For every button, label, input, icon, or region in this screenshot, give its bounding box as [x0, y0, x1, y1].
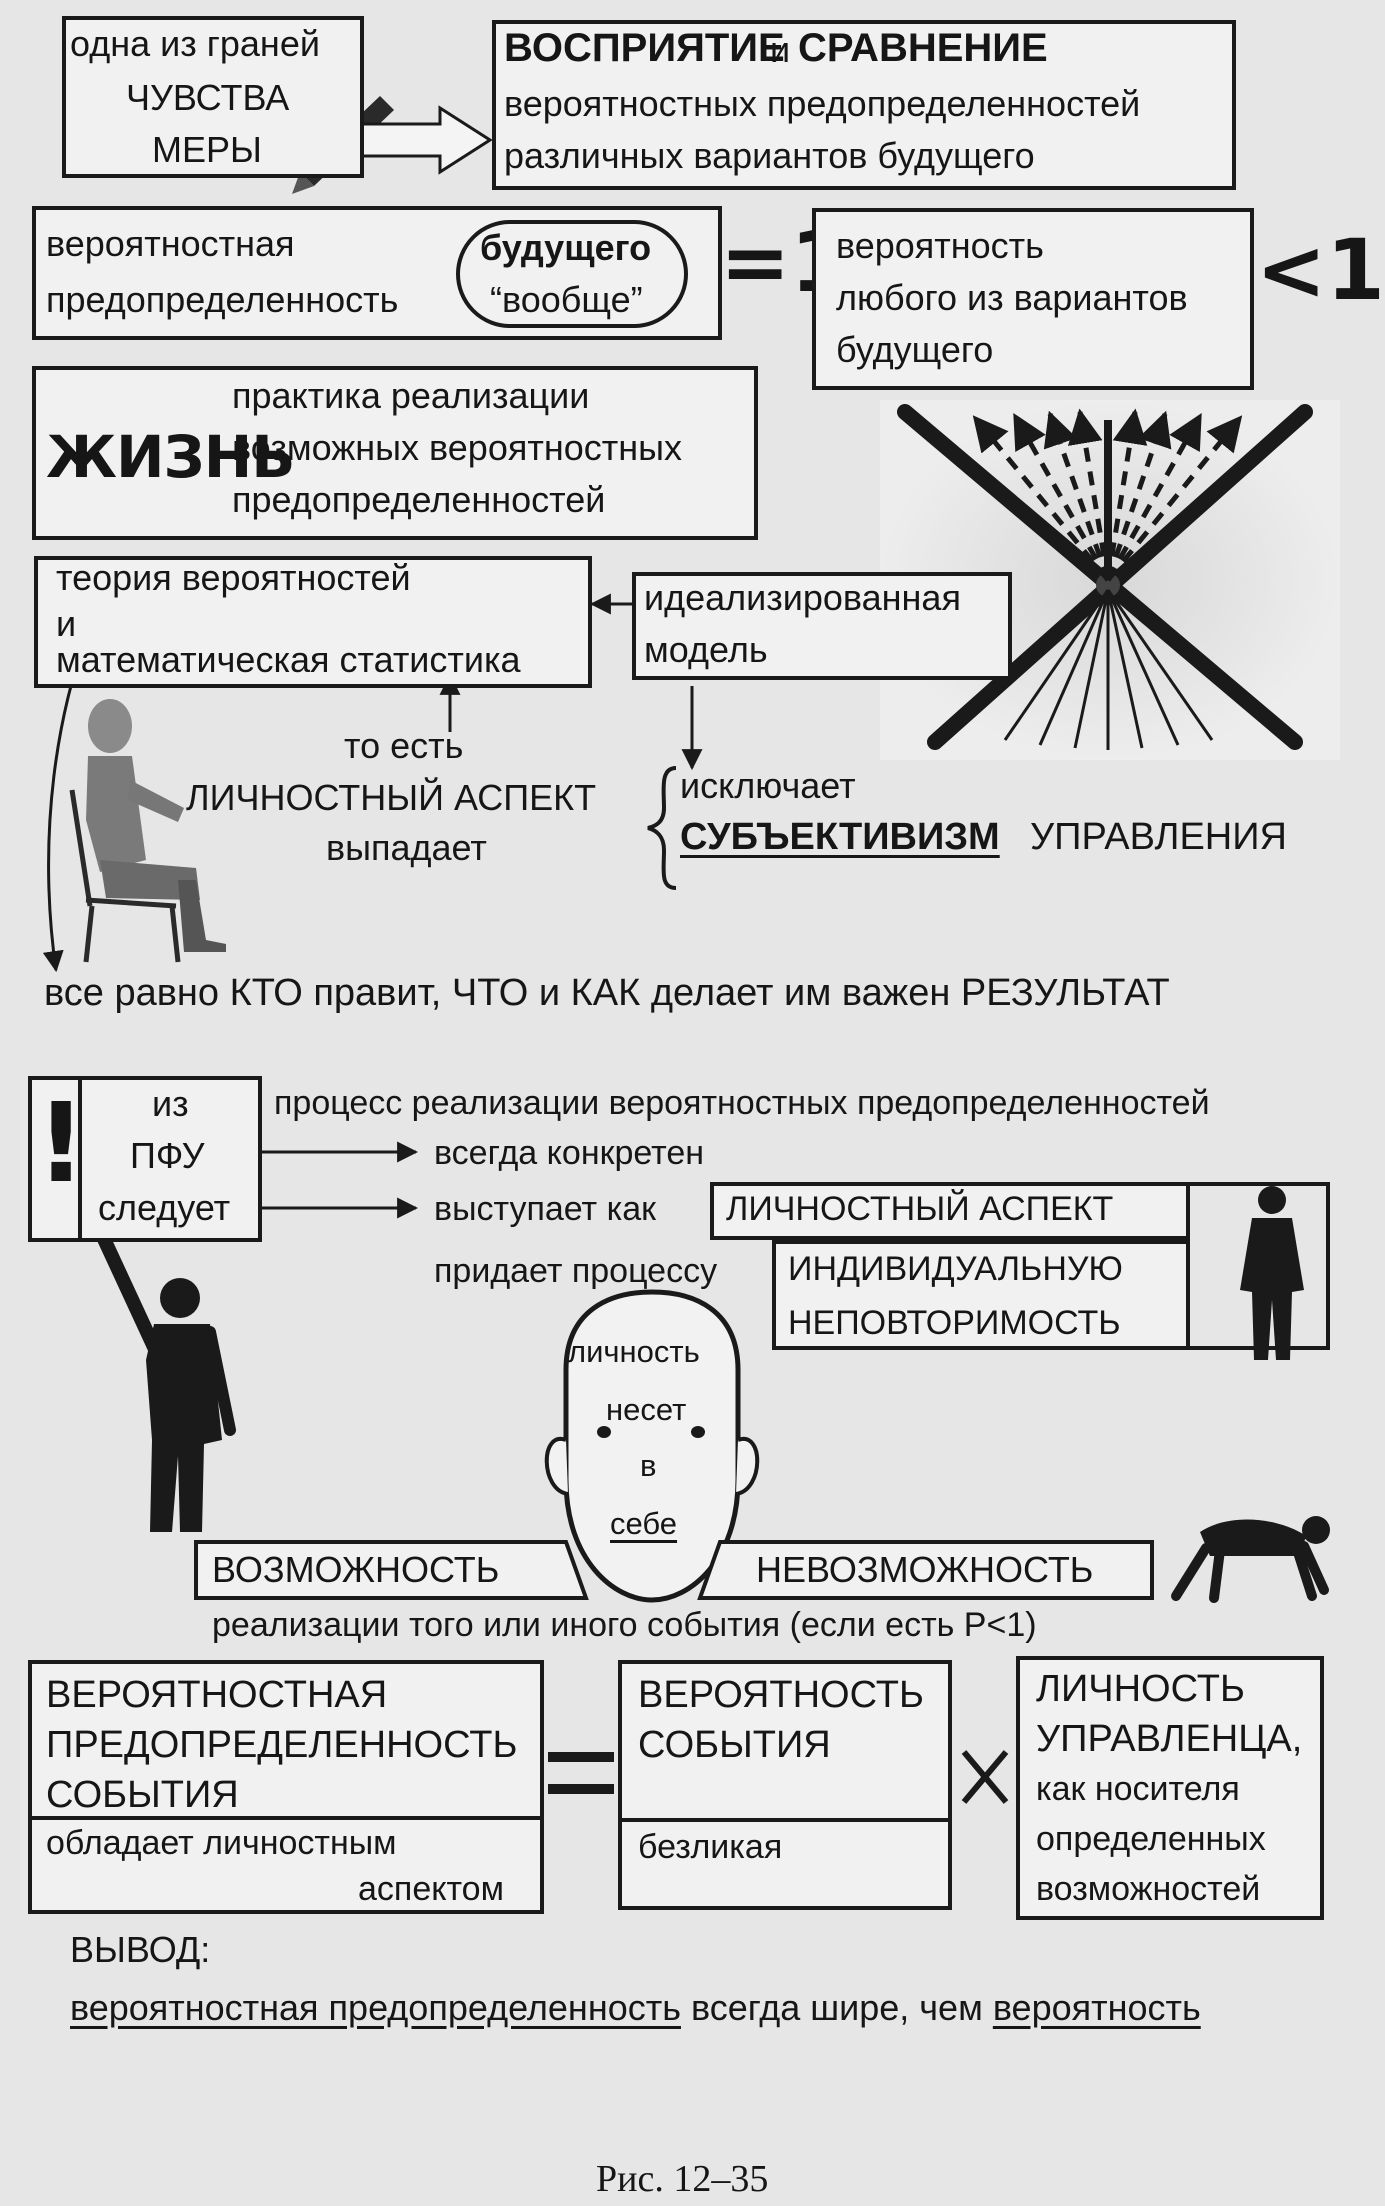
- head-line1: личность: [568, 1334, 700, 1369]
- life-box: [32, 366, 758, 540]
- conclusion-part1: вероятностная предопределенность: [70, 1987, 681, 2028]
- crawling-person-illustration: [1171, 1516, 1330, 1603]
- standing-person-icon: [1240, 1186, 1304, 1360]
- personal-aspect-box: [710, 1182, 1190, 1240]
- formula-a-divider: [28, 1816, 544, 1820]
- individual-line1: ИНДИВИДУАЛЬНУЮ: [788, 1250, 1123, 1288]
- head-line2: несет: [606, 1392, 687, 1427]
- pfu-box: [28, 1076, 262, 1242]
- excludes-subjectivism: СУБЪЕКТИВИЗМ: [680, 816, 1000, 858]
- perception-box: [492, 20, 1236, 190]
- result-statement: все равно КТО правит, ЧТО и КАК делает и…: [44, 972, 1170, 1014]
- aspect-line3: выпадает: [326, 827, 487, 868]
- pfu-line2: ПФУ: [130, 1135, 205, 1176]
- facet-line1: одна из граней: [70, 23, 320, 64]
- pfu-line1: из: [152, 1083, 189, 1124]
- conclusion-statement: вероятностная предопределенность всегда …: [70, 1990, 1201, 2026]
- conclusion-label: ВЫВОД:: [70, 1929, 211, 1970]
- ideal-line2: модель: [644, 629, 768, 670]
- life-line3: предопределенностей: [232, 479, 606, 520]
- process-header: процесс реализации вероятностных предопр…: [274, 1084, 1210, 1122]
- process-acts-as: выступает как: [434, 1190, 656, 1228]
- ideal-model-box: [632, 572, 1012, 680]
- probability-cone-illustration: [880, 400, 1340, 760]
- individual-box: [772, 1240, 1190, 1350]
- formula-a-line2: ПРЕДОПРЕДЕЛЕННОСТЬ: [46, 1724, 518, 1766]
- seated-person-illustration: [69, 699, 226, 963]
- possibility-label: ВОЗМОЖНОСТЬ: [212, 1549, 500, 1590]
- life-line2: возможных вероятностных: [232, 427, 682, 468]
- formula-c-line5: возможностей: [1036, 1870, 1261, 1908]
- variant-probability-box: [812, 208, 1254, 390]
- future-pred-line2: предопределенность: [46, 279, 399, 320]
- perception-title-and: и: [770, 29, 791, 70]
- formula-a-line1: ВЕРОЯТНОСТНАЯ: [46, 1674, 388, 1716]
- life-word: ЖИЗНЬ: [46, 423, 295, 491]
- pfu-line3: следует: [98, 1187, 231, 1228]
- head-illustration: [544, 1289, 760, 1603]
- conclusion-part2: всегда шире, чем: [680, 1987, 993, 2028]
- future-oval-line1: будущего: [480, 227, 652, 268]
- formula-b-divider: [618, 1818, 952, 1822]
- figure-caption: Рис. 12–35: [596, 2158, 769, 2200]
- perception-title-a: ВОСПРИЯТИЕ: [504, 26, 785, 70]
- process-always: всегда конкретен: [434, 1134, 705, 1172]
- theory-line3: математическая статистика: [56, 639, 521, 680]
- formula-a-sub1: обладает личностным: [46, 1824, 397, 1862]
- theory-line2: и: [56, 603, 77, 644]
- hollow-arrow-icon: [354, 105, 493, 175]
- facet-line3: МЕРЫ: [152, 129, 262, 170]
- variant-line3: будущего: [836, 329, 994, 370]
- ideal-line1: идеализированная: [644, 577, 961, 618]
- formula-c-box: [1016, 1656, 1324, 1920]
- personal-aspect-label: ЛИЧНОСТНЫЙ АСПЕКТ: [726, 1190, 1114, 1228]
- formula-c-line3: как носителя: [1036, 1770, 1240, 1808]
- formula-c-line4: определенных: [1036, 1820, 1266, 1858]
- individual-line2: НЕПОВТОРИМОСТЬ: [788, 1304, 1121, 1342]
- future-pred-line1: вероятностная: [46, 223, 295, 264]
- raised-arm-person-illustration: [91, 1219, 236, 1532]
- theory-line1: теория вероятностей: [56, 557, 411, 598]
- head-line3: в: [640, 1448, 657, 1483]
- formula-a-line3: СОБЫТИЯ: [46, 1774, 239, 1816]
- aspect-line1: то есть: [344, 725, 464, 766]
- exclamation-icon: !: [36, 1079, 87, 1207]
- formula-a-box: [28, 1660, 544, 1914]
- process-gives: придает процессу: [434, 1252, 718, 1290]
- less-than-one-sign: <1: [1256, 221, 1385, 319]
- perception-line2: вероятностных предопределенностей: [504, 83, 1141, 124]
- excludes-management: УПРАВЛЕНИЯ: [1030, 816, 1288, 858]
- realization-line: реализации того или иного события (если …: [212, 1606, 1037, 1644]
- perception-title-b: СРАВНЕНИЕ: [798, 26, 1048, 70]
- formula-b-sub: безликая: [638, 1828, 783, 1866]
- formula-a-sub2: аспектом: [358, 1870, 504, 1908]
- future-oval-line2: “вообще”: [490, 279, 643, 320]
- head-line4: себе: [610, 1506, 678, 1541]
- conclusion-part3: вероятность: [992, 1987, 1201, 2028]
- impossibility-label: НЕВОЗМОЖНОСТЬ: [756, 1549, 1094, 1590]
- facet-line2: ЧУВСТВА: [126, 77, 290, 118]
- excludes-line1: исключает: [680, 765, 856, 806]
- formula-b-line2: СОБЫТИЯ: [638, 1724, 831, 1766]
- pfu-divider: [78, 1076, 82, 1242]
- future-oval: [456, 220, 688, 328]
- aspect-line2: ЛИЧНОСТНЫЙ АСПЕКТ: [186, 777, 597, 818]
- person-icon-box: [1190, 1182, 1330, 1350]
- formula-b-line1: ВЕРОЯТНОСТЬ: [638, 1674, 924, 1716]
- theory-box: [34, 556, 592, 688]
- variant-line2: любого из вариантов: [836, 277, 1188, 318]
- life-line1: практика реализации: [232, 375, 590, 416]
- facet-box: [62, 16, 364, 178]
- formula-c-line1: ЛИЧНОСТЬ: [1036, 1668, 1245, 1710]
- formula-b-box: [618, 1660, 952, 1910]
- formula-c-line2: УПРАВЛЕНЦА,: [1036, 1718, 1303, 1760]
- perception-line3: различных вариантов будущего: [504, 135, 1035, 176]
- variant-line1: вероятность: [836, 225, 1044, 266]
